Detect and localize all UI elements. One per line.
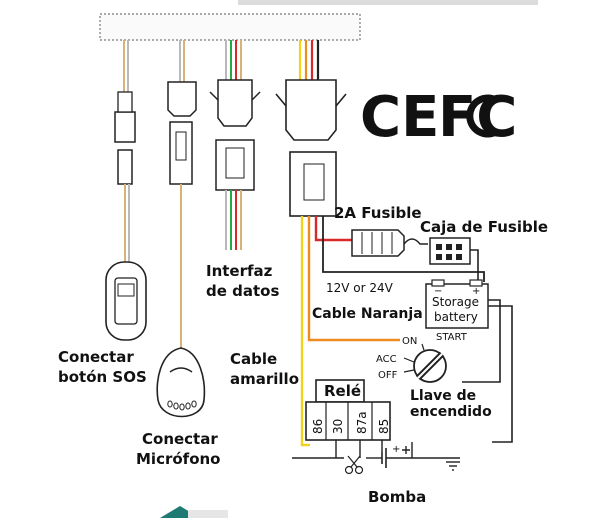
mic-holes [167, 400, 197, 411]
label-fuse-box: Caja de Fusible [420, 218, 548, 236]
label-storage-battery-2: battery [434, 310, 478, 324]
label-data-interface-2: de datos [206, 282, 279, 300]
orange-wire [307, 216, 400, 342]
ignition-key-switch [403, 343, 447, 383]
sos-connector-male [114, 111, 136, 143]
label-relay: Relé [324, 382, 361, 400]
red-wire-to-fuse [314, 216, 352, 242]
relay-pin-86: 86 [311, 419, 325, 434]
mic-grille-arc [169, 367, 193, 373]
microphone-icon [156, 347, 206, 418]
power-connector-male [285, 79, 337, 141]
top-band [238, 0, 538, 5]
battery-minus-sign: − [434, 286, 442, 297]
label-ignition-2: encendido [410, 404, 492, 420]
inline-fuse [351, 229, 428, 257]
label-pump: Bomba [368, 488, 426, 506]
ground-wire [322, 216, 485, 282]
ce-logo: CE [360, 85, 439, 150]
label-microphone-2: Micrófono [136, 450, 220, 468]
label-sos-1: Conectar [58, 348, 134, 366]
label-microphone-1: Conectar [142, 430, 218, 448]
label-storage-battery-1: Storage [432, 295, 479, 309]
label-sos-2: botón SOS [58, 368, 147, 386]
label-voltage: 12V or 24V [326, 281, 394, 295]
key-acc-label: ACC [376, 354, 397, 365]
tracker-device-outline [99, 13, 361, 41]
label-2a-fuse: 2A Fusible [334, 204, 422, 222]
label-yellow-cable-2: amarillo [230, 370, 299, 388]
yellow-wire [300, 216, 310, 447]
storage-battery [425, 279, 489, 329]
data-interface-group [209, 40, 261, 250]
key-start-label: START [436, 332, 468, 343]
fuse-box [429, 237, 471, 265]
label-ignition-1: Llave de [410, 388, 476, 404]
sos-connector-female [117, 149, 133, 185]
label-orange-cable: Cable Naranja [312, 306, 423, 322]
sos-wire-group [105, 40, 147, 341]
mic-connector-male [167, 81, 197, 117]
power-connector-group [275, 40, 347, 217]
bottom-gray-strip [188, 510, 228, 518]
data-connector-male [217, 79, 253, 127]
fcc-logo: FC [438, 85, 517, 150]
scissors-icon [344, 455, 364, 475]
relay-pin-87a: 87a [355, 411, 369, 434]
fcc-logo-arc [466, 94, 498, 138]
mic-connector-slot [175, 131, 187, 161]
label-yellow-cable-1: Cable [230, 350, 277, 368]
relay-pin-85: 85 [377, 419, 391, 434]
key-off-label: OFF [378, 370, 398, 381]
microphone-wire-group [156, 40, 206, 418]
sos-icon [117, 283, 135, 297]
key-on-label: ON [402, 336, 417, 347]
pump-plus-label: + [392, 444, 400, 455]
pump-terminal-plus [402, 446, 410, 454]
battery-plus-sign: + [472, 286, 480, 297]
relay-pin-30: 30 [331, 419, 345, 434]
ground-symbol [446, 461, 460, 471]
sos-connector-cap [117, 91, 133, 113]
label-data-interface-1: Interfaz [206, 262, 273, 280]
relay [305, 379, 391, 441]
